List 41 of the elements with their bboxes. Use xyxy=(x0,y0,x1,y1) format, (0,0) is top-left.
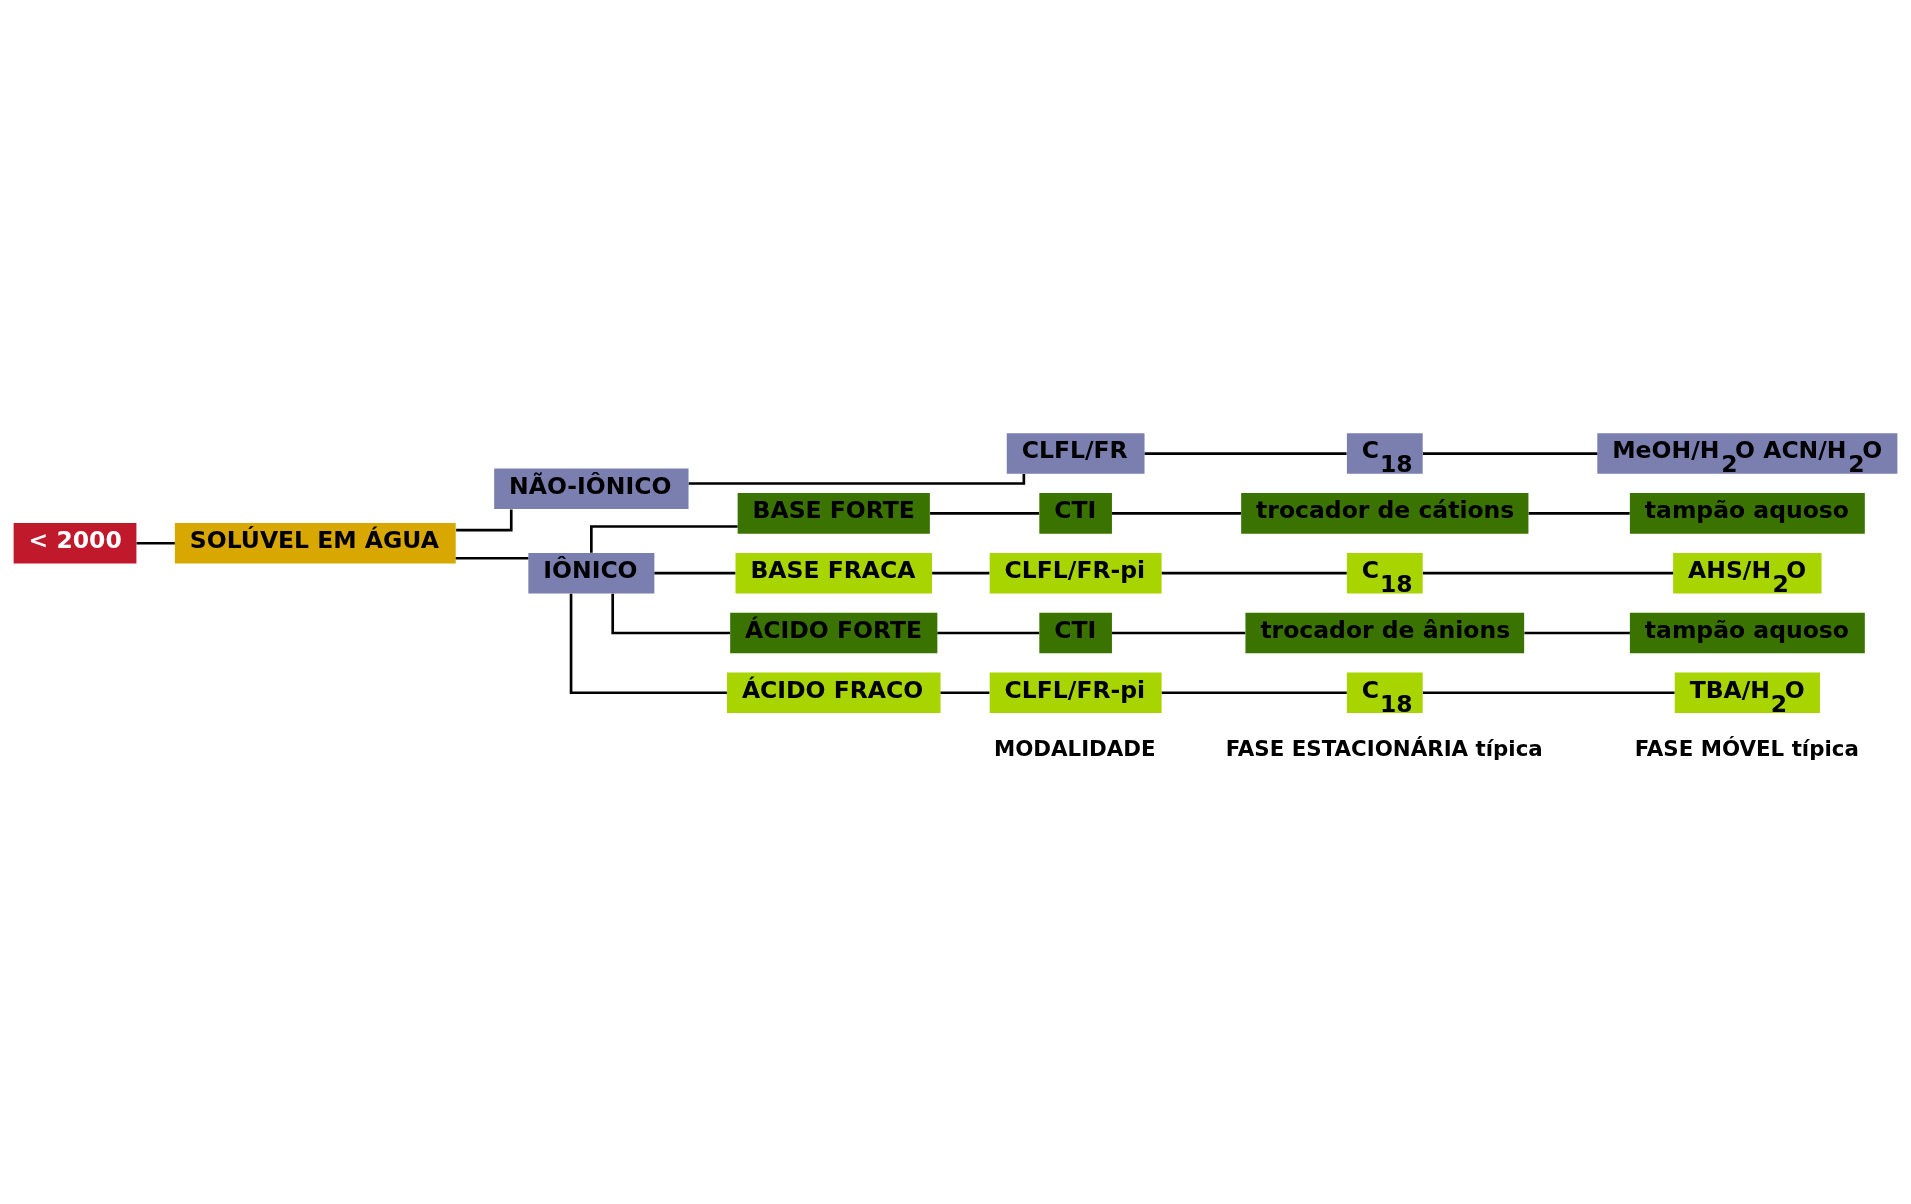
node-box: CLFL/FR-pi xyxy=(989,672,1162,714)
connector xyxy=(688,474,1026,485)
connector xyxy=(611,593,730,635)
node-box: CLFL/FR-pi xyxy=(989,552,1162,594)
node-box: trocador de ânions xyxy=(1245,612,1525,654)
connector xyxy=(937,631,1040,635)
connector xyxy=(136,541,175,545)
node-box: IÔNICO xyxy=(528,552,655,594)
node-box: ÁCIDO FRACO xyxy=(726,672,941,714)
node-box: CLFL/FR xyxy=(1006,433,1145,474)
connector xyxy=(1161,691,1347,695)
connector xyxy=(1528,512,1630,515)
node-box: NÃO-IÔNICO xyxy=(494,468,689,510)
node-box: BASE FRACA xyxy=(735,552,932,594)
connector xyxy=(930,512,1040,515)
connector xyxy=(654,571,736,575)
connector xyxy=(1161,571,1347,575)
label: MODALIDADE xyxy=(993,735,1156,761)
connector xyxy=(1112,512,1241,515)
connector xyxy=(1422,571,1674,575)
connector xyxy=(1422,452,1598,455)
node-box: trocador de cátions xyxy=(1241,493,1529,534)
node-box: < 2000 xyxy=(13,523,137,564)
connector xyxy=(455,556,529,560)
connector xyxy=(456,509,513,532)
node-box: SOLÚVEL EM ÁGUA xyxy=(174,523,456,564)
node-box: tampão aquoso xyxy=(1629,493,1865,534)
node-box: CTI xyxy=(1039,493,1112,534)
node-box: tampão aquoso xyxy=(1629,612,1865,654)
node-box: CTI xyxy=(1039,612,1112,654)
label: FASE ESTACIONÁRIA típica xyxy=(1225,735,1543,761)
node-box: ÁCIDO FORTE xyxy=(730,612,938,654)
connector xyxy=(940,691,990,695)
label: FASE MÓVEL típica xyxy=(1634,735,1859,761)
connector xyxy=(1422,691,1675,695)
connector xyxy=(1524,631,1630,635)
connector xyxy=(1112,631,1246,635)
connector xyxy=(932,571,990,575)
connector xyxy=(1144,452,1347,455)
node-box: BASE FORTE xyxy=(737,493,930,534)
connector xyxy=(569,593,727,695)
